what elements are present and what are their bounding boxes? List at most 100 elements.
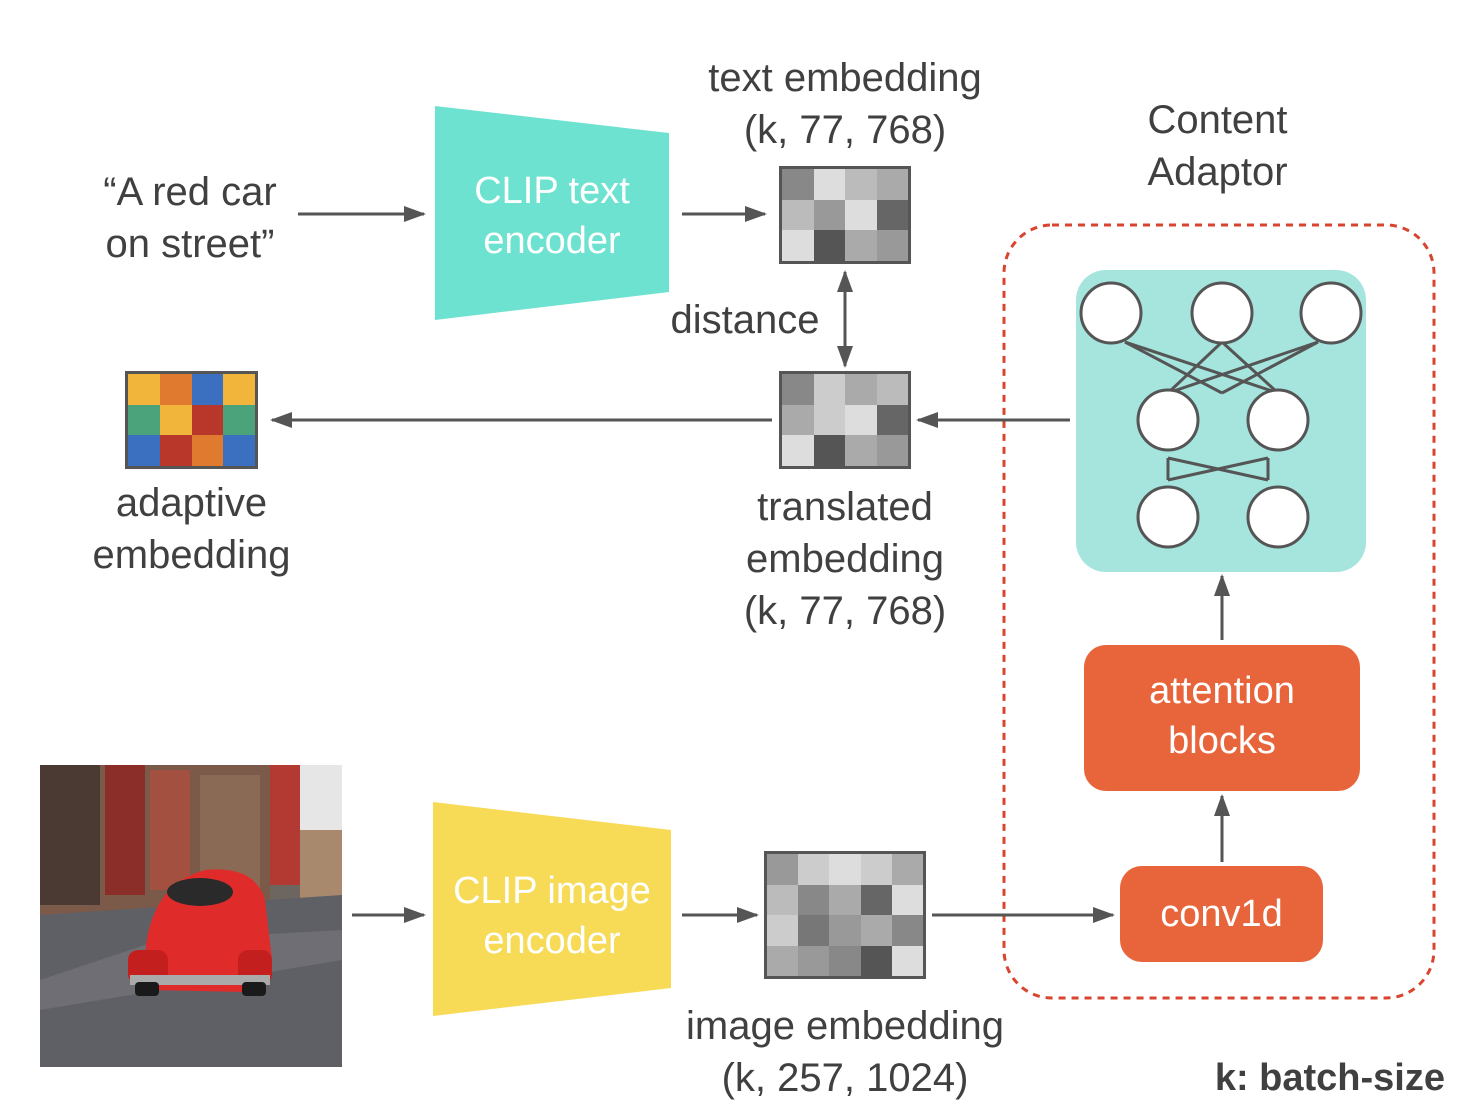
conv1d-label: conv1d — [1160, 893, 1283, 935]
grid-cell — [782, 374, 814, 405]
grid-cell — [860, 915, 892, 946]
adaptive-embedding-line-2: embedding — [92, 533, 291, 577]
text-embedding-label: text embedding (k, 77, 768) — [645, 52, 1045, 156]
grid-cell — [767, 884, 799, 915]
grid-cell — [767, 915, 799, 946]
content-adaptor-line-1: Content — [1147, 98, 1288, 142]
grid-cell — [191, 374, 224, 405]
clip-image-encoder-label: CLIP image encoder — [433, 866, 671, 966]
grid-cell — [845, 374, 877, 405]
grid-cell — [829, 945, 861, 976]
clip-text-encoder-shape — [435, 106, 669, 320]
grid-cell — [798, 945, 830, 976]
content-adaptor-line-2: Adaptor — [1147, 150, 1288, 194]
prompt-line-1: “A red car — [103, 170, 277, 214]
clip-text-encoder-line-2: encoder — [483, 220, 621, 262]
grid-cell — [813, 230, 845, 261]
clip-text-encoder-label: CLIP text encoder — [435, 166, 669, 266]
grid-cell — [860, 854, 892, 885]
grid-cell — [813, 435, 845, 466]
clip-text-encoder-line-1: CLIP text — [474, 170, 630, 212]
grid-cell — [876, 374, 908, 405]
adaptive-embedding-line-1: adaptive — [115, 481, 268, 525]
prompt-line-2: on street” — [105, 222, 275, 266]
grid-cell — [798, 915, 830, 946]
content-adaptor-title: Content Adaptor — [1090, 94, 1345, 198]
network-edges — [1124, 340, 1319, 482]
grid-cell — [829, 884, 861, 915]
attention-blocks-box — [1084, 645, 1360, 791]
grid-cell — [191, 404, 224, 436]
grid-cell — [223, 374, 255, 405]
distance-label: distance — [670, 298, 820, 342]
attention-blocks-label: attention blocks — [1084, 666, 1360, 766]
content-adaptor-region — [1002, 223, 1436, 1000]
text-embedding-title: text embedding — [708, 56, 982, 100]
grid-cell — [845, 230, 877, 261]
grid-cell — [159, 374, 192, 405]
batch-size-footnote: k: batch-size — [1214, 1057, 1445, 1099]
attention-blocks-line-2: blocks — [1168, 720, 1276, 762]
grid-cell — [782, 435, 814, 466]
grid-cell — [876, 404, 908, 436]
grid-cell — [845, 169, 877, 200]
grid-cell — [891, 915, 923, 946]
prompt-text: “A red car on street” — [60, 166, 320, 270]
grid-cell — [813, 169, 845, 200]
grid-cell — [891, 854, 923, 885]
clip-image-encoder-line-2: encoder — [483, 920, 621, 962]
conv1d-box — [1120, 866, 1323, 962]
network-nodes — [1079, 281, 1363, 549]
grid-cell — [876, 230, 908, 261]
arrows — [270, 206, 1230, 923]
adaptive-embedding-label: adaptive embedding — [50, 477, 333, 581]
grid-cell — [891, 945, 923, 976]
text-embedding-shape: (k, 77, 768) — [743, 108, 947, 152]
grid-cell — [876, 199, 908, 231]
grid-cell — [767, 945, 799, 976]
clip-image-encoder-shape — [433, 802, 671, 1016]
grid-cell — [782, 169, 814, 200]
grid-cell — [891, 884, 923, 915]
image-embedding-label: image embedding (k, 257, 1024) — [620, 1000, 1070, 1104]
grid-cell — [813, 374, 845, 405]
grid-cell — [159, 435, 192, 466]
grid-cell — [128, 435, 160, 466]
image-embedding-title: image embedding — [686, 1004, 1004, 1048]
grid-cell — [813, 199, 845, 231]
grid-cell — [767, 854, 799, 885]
grid-cell — [128, 404, 160, 436]
grid-cell — [782, 404, 814, 436]
grid-cell — [813, 404, 845, 436]
input-car-photo — [40, 765, 342, 1067]
grid-cell — [798, 884, 830, 915]
grid-cell — [860, 945, 892, 976]
grid-cell — [845, 435, 877, 466]
grid-cell — [829, 854, 861, 885]
grid-cell — [223, 404, 255, 436]
image-embedding-shape: (k, 257, 1024) — [721, 1056, 969, 1100]
translated-embedding-grid — [779, 371, 911, 469]
grid-cell — [782, 199, 814, 231]
attention-blocks-line-1: attention — [1149, 670, 1295, 712]
grid-cell — [876, 435, 908, 466]
grid-cell — [159, 404, 192, 436]
adaptive-embedding-grid — [125, 371, 258, 469]
grid-cell — [876, 169, 908, 200]
translated-embedding-line-2: embedding — [746, 537, 944, 581]
translated-embedding-shape: (k, 77, 768) — [743, 589, 947, 633]
image-embedding-grid — [764, 851, 926, 979]
grid-cell — [845, 199, 877, 231]
grid-cell — [860, 884, 892, 915]
grid-cell — [128, 374, 160, 405]
clip-image-encoder-line-1: CLIP image — [453, 870, 651, 912]
grid-cell — [798, 854, 830, 885]
grid-cell — [191, 435, 224, 466]
grid-cell — [845, 404, 877, 436]
translated-embedding-label: translated embedding (k, 77, 768) — [645, 481, 1045, 637]
grid-cell — [782, 230, 814, 261]
grid-cell — [223, 435, 255, 466]
grid-cell — [829, 915, 861, 946]
